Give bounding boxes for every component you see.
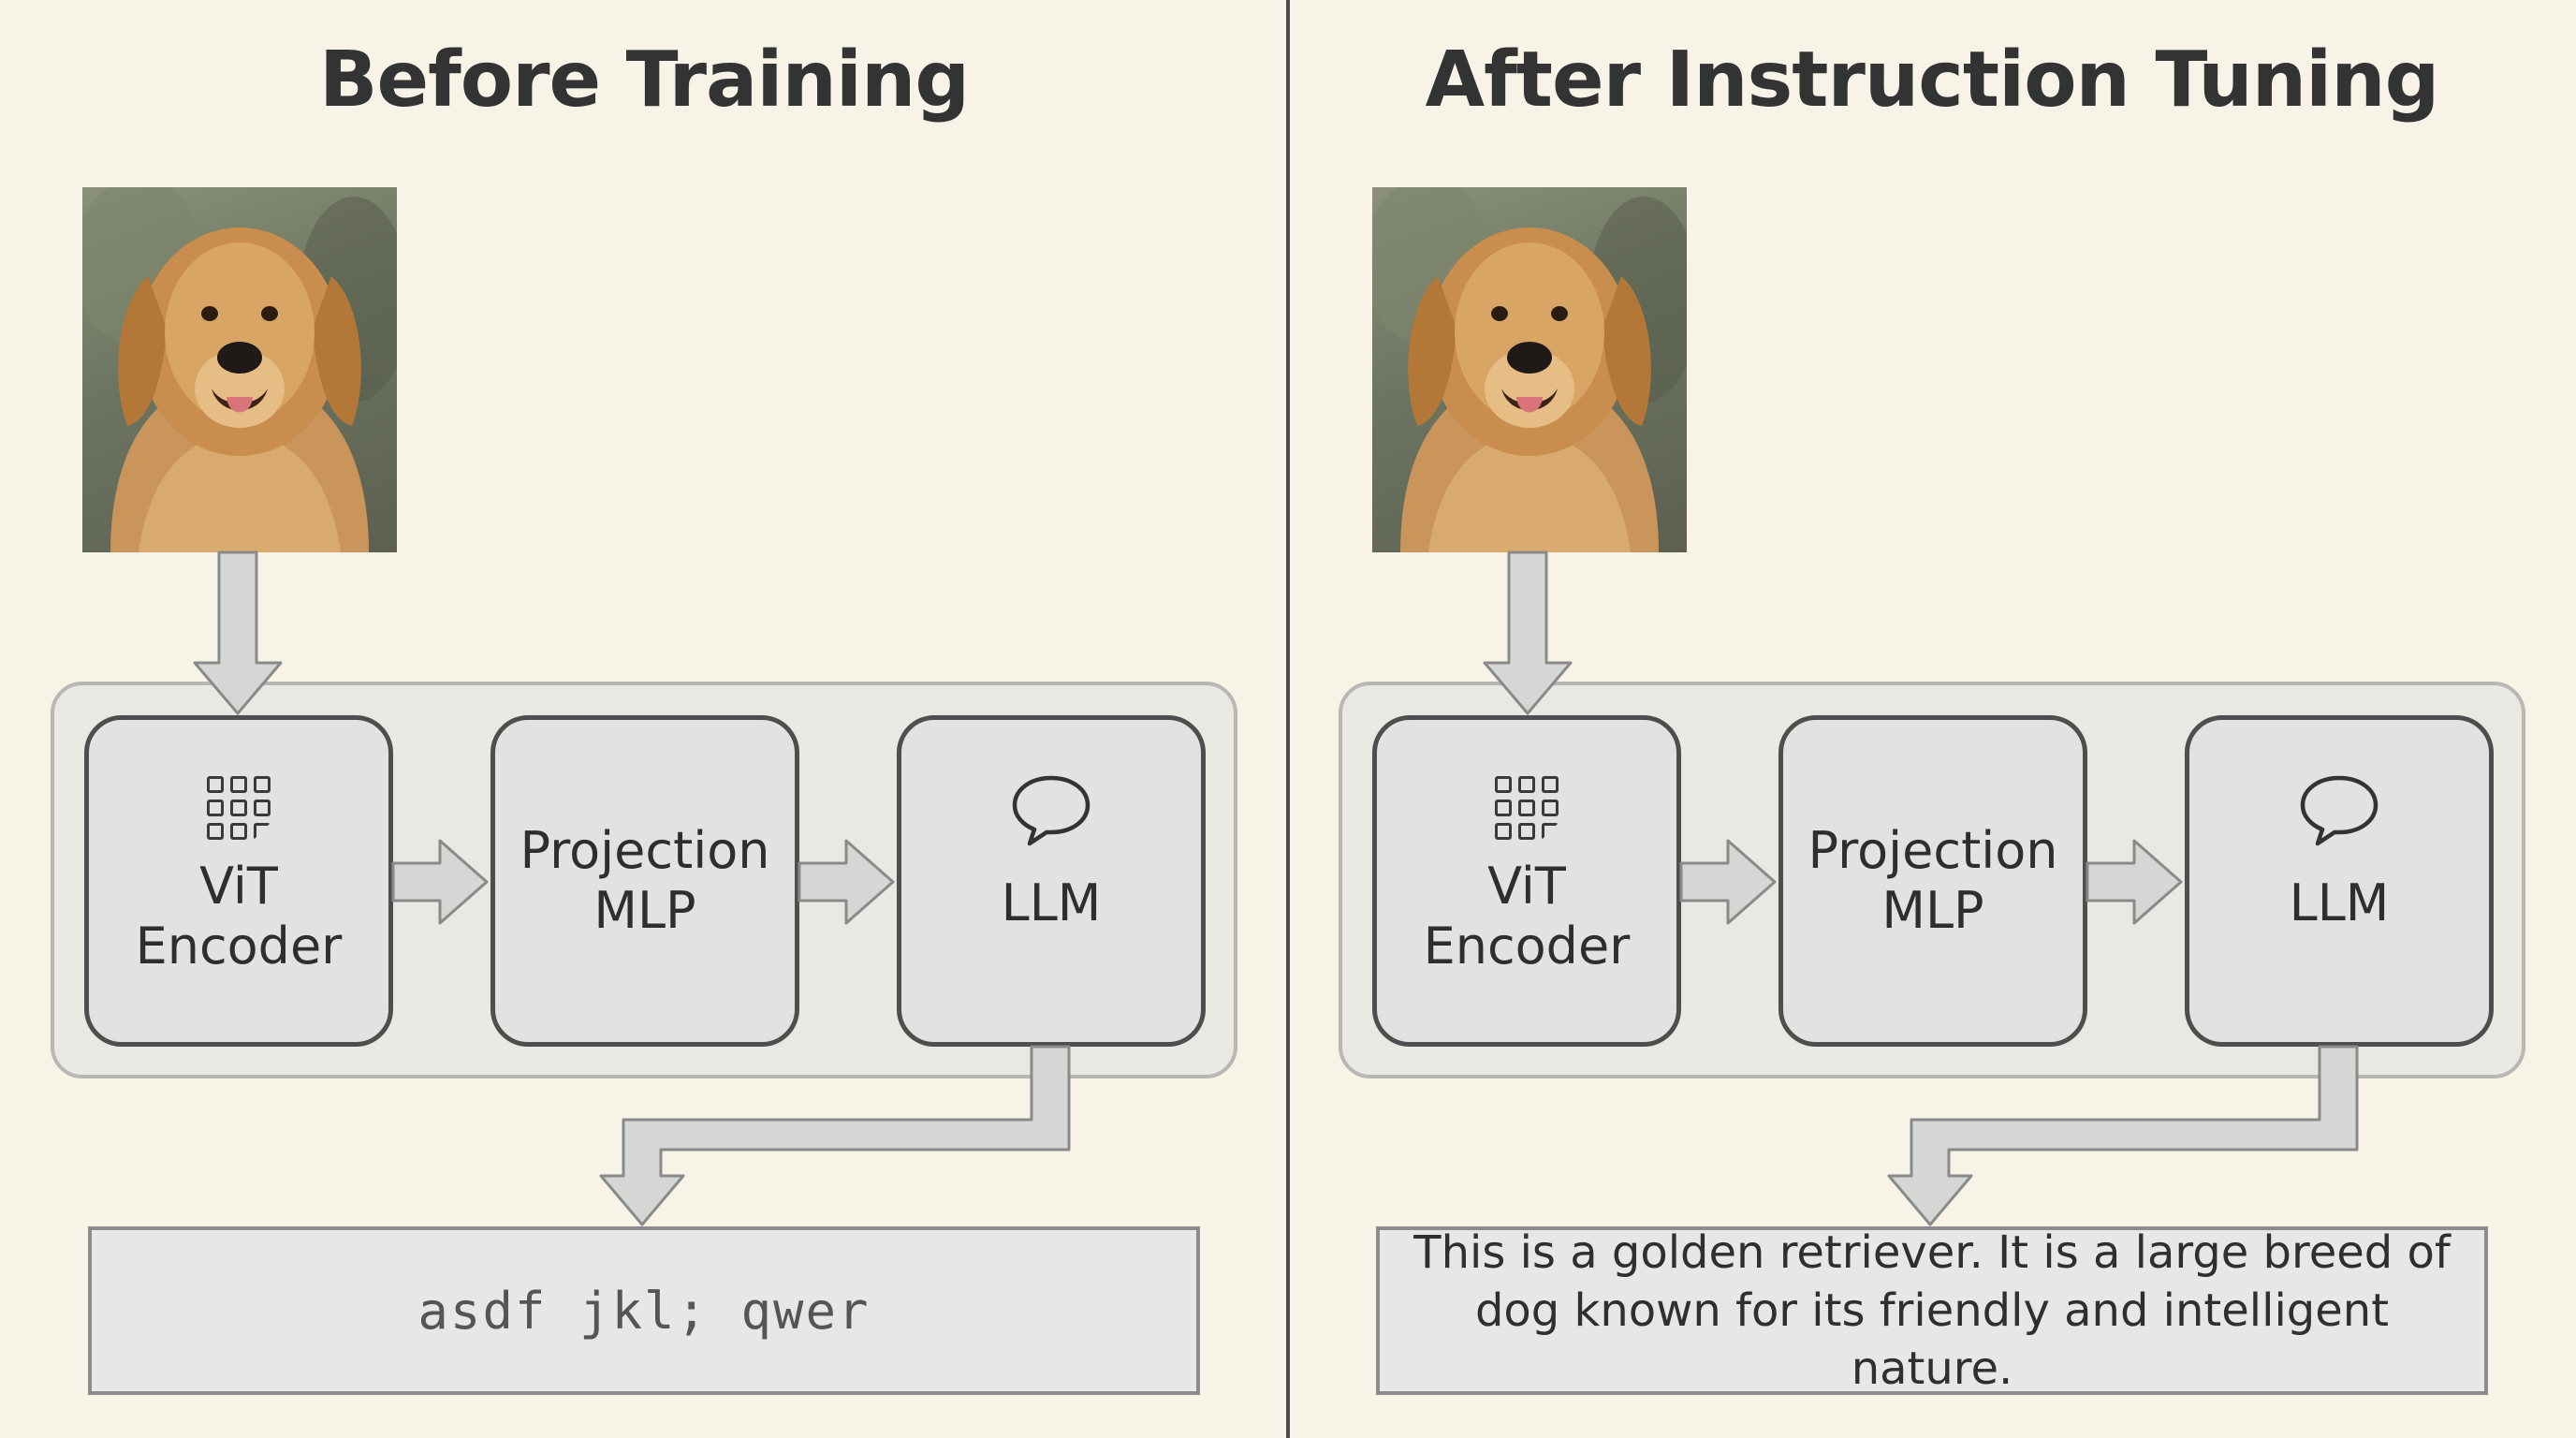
projection-mlp-block: Projection MLP [490,715,799,1047]
output-text-line1: This is a golden retriever. It is a larg… [1413,1226,2451,1279]
output-box: asdf jkl; qwer [88,1226,1200,1395]
encoder-label: Encoder [135,917,343,976]
encoder-label: Encoder [1423,917,1631,976]
llm-label: LLM [1001,873,1102,932]
panel-title: After Instruction Tuning [1425,36,2440,125]
mlp-label: MLP [593,881,696,940]
output-box: This is a golden retriever. It is a larg… [1376,1226,2488,1395]
vit-label: ViT [199,857,278,916]
golden-retriever-image [82,187,397,552]
grid-icon [207,776,271,840]
before-training-panel: Before Training ViT Encoder [51,36,1237,1395]
speech-bubble-icon [2300,775,2378,846]
speech-bubble-icon [1012,775,1090,846]
output-text-line2: dog known for its friendly and intellige… [1474,1284,2390,1395]
llm-block: LLM [897,715,1206,1047]
panel-title: Before Training [318,36,970,125]
projection-label: Projection [1808,821,2058,880]
panel-divider [1286,0,1290,1438]
projection-label: Projection [520,821,770,880]
llm-block: LLM [2185,715,2494,1047]
grid-icon [1495,776,1559,840]
dog-photo [82,187,397,552]
projection-mlp-block: Projection MLP [1778,715,2087,1047]
golden-retriever-image [1372,187,1687,552]
after-instruction-tuning-panel: After Instruction Tuning ViT Encoder [1288,0,2576,1438]
vit-encoder-block: ViT Encoder [1372,715,1681,1047]
output-text: asdf jkl; qwer [417,1281,871,1341]
dog-photo [1372,187,1687,552]
llm-label: LLM [2289,873,2390,932]
mlp-label: MLP [1881,881,1984,940]
vit-label: ViT [1487,857,1566,916]
vit-encoder-block: ViT Encoder [84,715,393,1047]
